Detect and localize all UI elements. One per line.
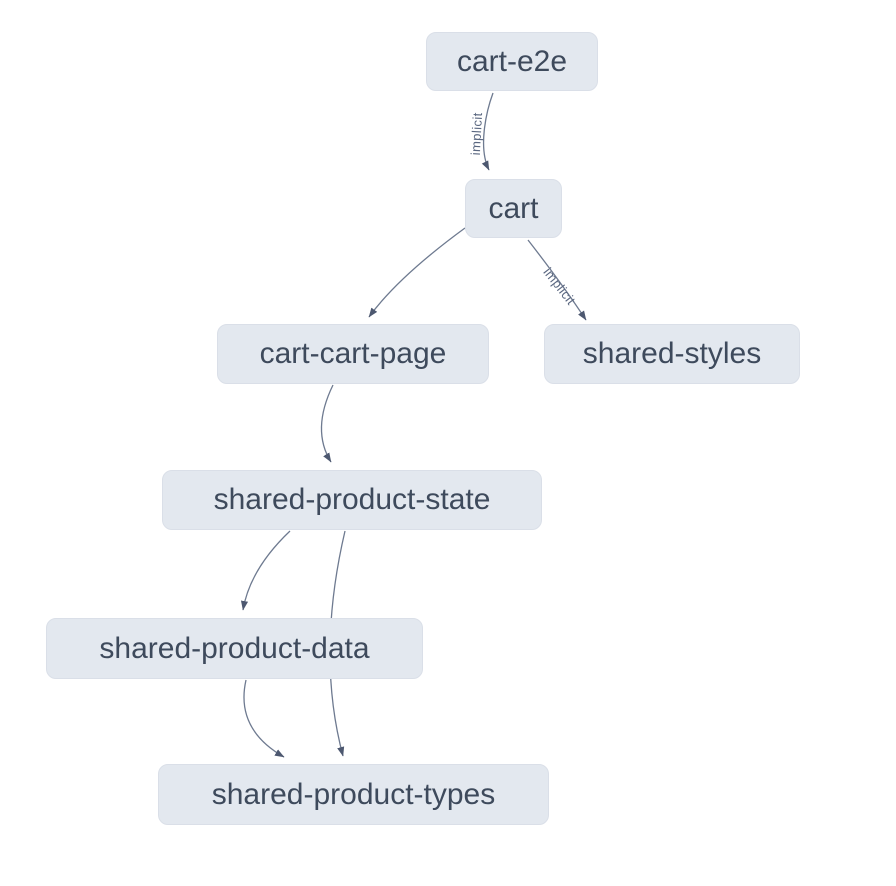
- node-cart[interactable]: cart: [465, 179, 562, 238]
- edge-cart-to-cart-cart-page: [368, 227, 466, 318]
- edge-cart-e2e-to-cart: [481, 92, 494, 171]
- node-shared-product-types[interactable]: shared-product-types: [158, 764, 549, 825]
- node-label: shared-product-data: [99, 631, 370, 665]
- node-cart-e2e[interactable]: cart-e2e: [426, 32, 598, 91]
- edge-label-cart-e2e-to-cart: implicit: [468, 112, 485, 156]
- edge-shared-product-state-to-shared-product-data: [240, 530, 291, 611]
- node-label: shared-product-state: [213, 483, 491, 516]
- edge-cart-to-shared-styles: [527, 239, 587, 321]
- node-label: shared-styles: [582, 337, 762, 370]
- node-shared-product-data[interactable]: shared-product-data: [46, 618, 423, 679]
- node-label: shared-product-types: [211, 777, 496, 811]
- edge-cart-cart-page-to-shared-product-state: [320, 384, 334, 463]
- node-label: cart: [488, 191, 539, 225]
- node-label: cart-e2e: [456, 44, 568, 78]
- node-cart-cart-page[interactable]: cart-cart-page: [217, 324, 489, 384]
- node-shared-product-state[interactable]: shared-product-state: [162, 470, 542, 530]
- edge-shared-product-data-to-shared-product-types: [243, 679, 285, 758]
- node-shared-styles[interactable]: shared-styles: [544, 324, 800, 384]
- node-label: cart-cart-page: [259, 337, 447, 370]
